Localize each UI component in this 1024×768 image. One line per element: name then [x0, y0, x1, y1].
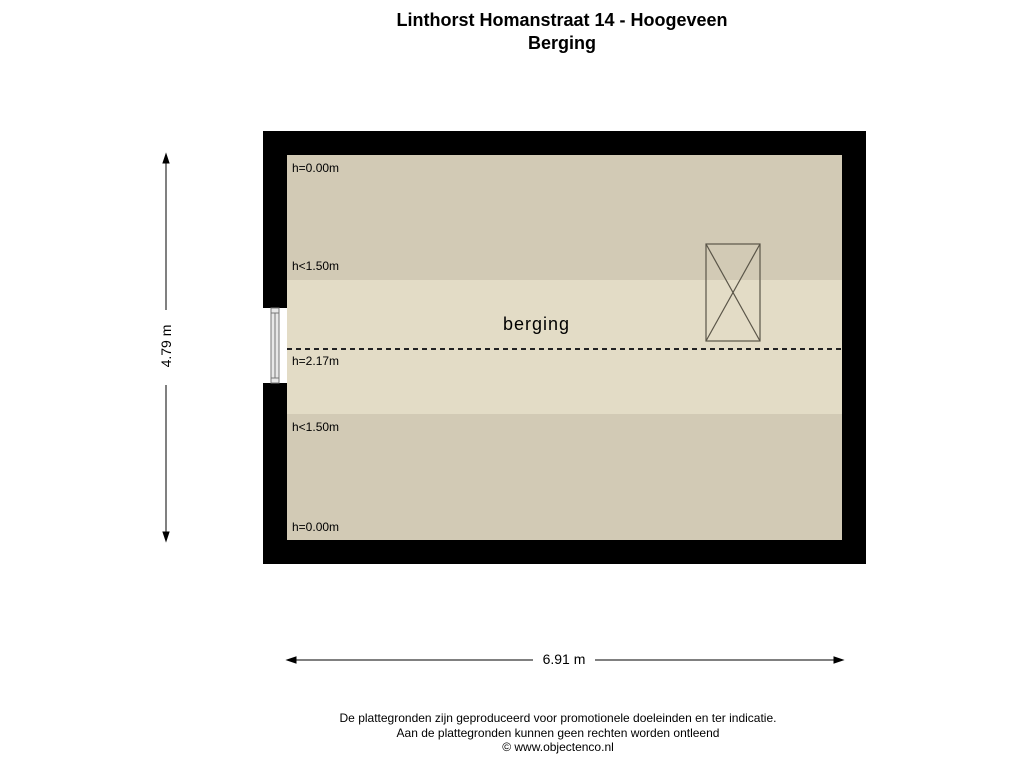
height-label-upper: h<1.50m — [292, 259, 340, 273]
skylight — [705, 243, 761, 342]
walls — [263, 131, 866, 564]
dimension-width — [285, 656, 845, 664]
height-label-ridge: h=2.17m — [292, 354, 340, 368]
zone-high — [287, 280, 842, 414]
zone-low-bottom — [287, 414, 842, 540]
depth-label: 4.79 m — [158, 324, 174, 368]
window — [270, 307, 280, 384]
copyright: © www.objectenco.nl — [502, 740, 614, 754]
disclaimer-2: Aan de plattegronden kunnen geen rechten… — [396, 726, 720, 740]
plan-title: Linthorst Homanstraat 14 - Hoogeveen — [396, 10, 728, 30]
width-label: 6.91 m — [542, 651, 586, 667]
height-label-lower: h<1.50m — [292, 420, 340, 434]
zone-low-top — [287, 155, 842, 280]
floor-title: Berging — [527, 33, 596, 53]
height-label-bottom: h=0.00m — [292, 520, 340, 534]
height-label-top: h=0.00m — [292, 161, 340, 175]
disclaimer-1: De plattegronden zijn geproduceerd voor … — [339, 711, 777, 725]
dimension-depth — [162, 152, 170, 543]
room-label: berging — [503, 314, 571, 334]
